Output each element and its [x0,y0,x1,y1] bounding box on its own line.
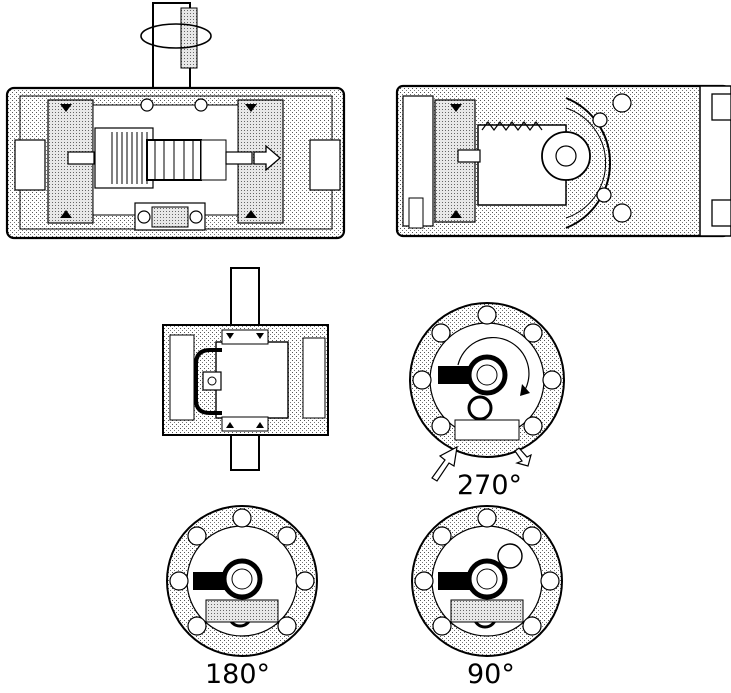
screw [592,112,608,128]
rotation-arrow-icon [457,336,530,391]
double-rack-pinion-section [5,2,346,240]
angle-label-180: 180° [205,659,270,690]
bolt-holes [412,305,562,436]
side-section-view [162,267,329,471]
seal [60,210,72,218]
shaft-top [230,267,260,331]
rack-teeth [481,121,543,131]
rack-body [94,127,154,189]
screw [225,151,253,165]
flow-arrow-icon [253,144,281,172]
rotation-arrow-icon [140,23,212,49]
seal [245,210,257,218]
bolt-holes [169,508,315,636]
seal [60,104,72,112]
stop-screw [497,543,523,569]
bolt-holes [414,508,560,636]
piston [215,341,289,419]
mount-hole [612,203,632,223]
mount-hole [612,93,632,113]
outlet-arrow-icon [514,447,532,467]
gear-housing-arc [565,97,612,229]
end-cap-left [14,139,46,191]
bearing [140,98,154,112]
bearing [194,98,208,112]
screw [457,149,481,163]
inlet-arrow-icon [431,445,458,482]
rotary-view-180: 180° [166,505,318,690]
rack-pinion-gear-view [395,84,731,238]
screw [596,187,612,203]
end-cap-right [309,139,341,191]
angle-label-270: 270° [457,470,522,501]
screw [67,151,95,165]
angle-label-90: 90° [467,659,515,690]
rotary-view-270: 270° [409,302,565,501]
rotary-view-90: 90° [411,505,563,690]
seal [245,104,257,112]
screw [202,371,222,391]
